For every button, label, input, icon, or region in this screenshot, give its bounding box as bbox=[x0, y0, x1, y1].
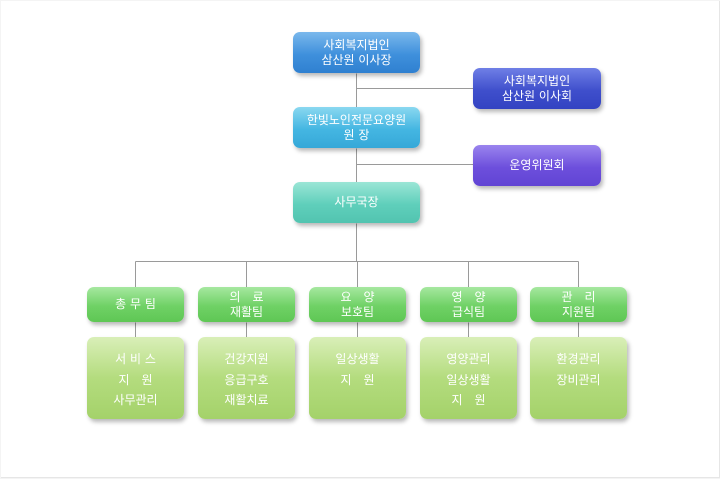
duties-box-management-support: 환경관리 장비관리 bbox=[530, 337, 627, 419]
team-name-line-2: 지원팀 bbox=[561, 304, 596, 319]
director-line-1: 한빛노인전문요양원 bbox=[306, 112, 407, 127]
team-name-line-1: 의 료 bbox=[229, 289, 264, 304]
duty-item: 서 비 스 bbox=[115, 352, 156, 366]
connector-group bbox=[135, 73, 579, 338]
duty-item: 건강지원 bbox=[224, 352, 269, 366]
duty-item: 영양관리 bbox=[446, 352, 491, 366]
duty-item: 사무관리 bbox=[113, 393, 158, 407]
board-line-2: 삼산원 이사회 bbox=[501, 88, 573, 103]
team-name-line-1: 관 리 bbox=[561, 289, 596, 304]
director-box: 한빛노인전문요양원 원 장 bbox=[293, 107, 420, 148]
duty-item: 일상생활 bbox=[335, 352, 380, 366]
team-name-line-1: 영 양 bbox=[451, 289, 486, 304]
team-name-line-1: 요 양 bbox=[340, 289, 375, 304]
duties-box-nutrition-meal: 영양관리 일상생활 지 원 bbox=[420, 337, 517, 419]
team-name-line-2: 재활팀 bbox=[229, 304, 264, 319]
board-box: 사회복지법인 삼산원 이사회 bbox=[473, 68, 601, 109]
team-box-medical-rehab: 의 료 재활팀 bbox=[198, 287, 295, 322]
committee-label: 운영위원회 bbox=[509, 158, 565, 172]
duty-item: 재활치료 bbox=[224, 393, 269, 407]
board-line-1: 사회복지법인 bbox=[503, 73, 571, 88]
duty-item: 장비관리 bbox=[556, 372, 601, 387]
team-name-line-1: 총 무 팀 bbox=[115, 297, 156, 311]
team-name-line-2: 급식팀 bbox=[451, 304, 486, 319]
duties-box-general-affairs: 서 비 스 지 원 사무관리 bbox=[87, 337, 184, 419]
chairman-box: 사회복지법인 삼산원 이사장 bbox=[293, 32, 420, 73]
team-box-management-support: 관 리 지원팀 bbox=[530, 287, 627, 322]
team-box-care-protection: 요 양 보호팀 bbox=[309, 287, 406, 322]
duties-box-care-protection: 일상생활 지 원 bbox=[309, 337, 406, 419]
duty-item: 일상생활 bbox=[446, 372, 491, 387]
team-box-general-affairs: 총 무 팀 bbox=[87, 287, 184, 322]
duty-item: 환경관리 bbox=[556, 352, 601, 366]
chairman-line-2: 삼산원 이사장 bbox=[321, 52, 392, 67]
duty-item: 지 원 bbox=[340, 372, 375, 387]
duty-item: 지 원 bbox=[118, 372, 153, 387]
director-line-2: 원 장 bbox=[343, 127, 370, 142]
secretariat-label: 사무국장 bbox=[334, 195, 379, 209]
committee-box: 운영위원회 bbox=[473, 145, 601, 186]
duty-item: 지 원 bbox=[451, 393, 486, 407]
team-box-nutrition-meal: 영 양 급식팀 bbox=[420, 287, 517, 322]
secretariat-box: 사무국장 bbox=[293, 182, 420, 223]
duty-item: 응급구호 bbox=[224, 372, 269, 387]
team-name-line-2: 보호팀 bbox=[340, 304, 375, 319]
duties-box-medical-rehab: 건강지원 응급구호 재활치료 bbox=[198, 337, 295, 419]
chairman-line-1: 사회복지법인 bbox=[323, 37, 390, 52]
